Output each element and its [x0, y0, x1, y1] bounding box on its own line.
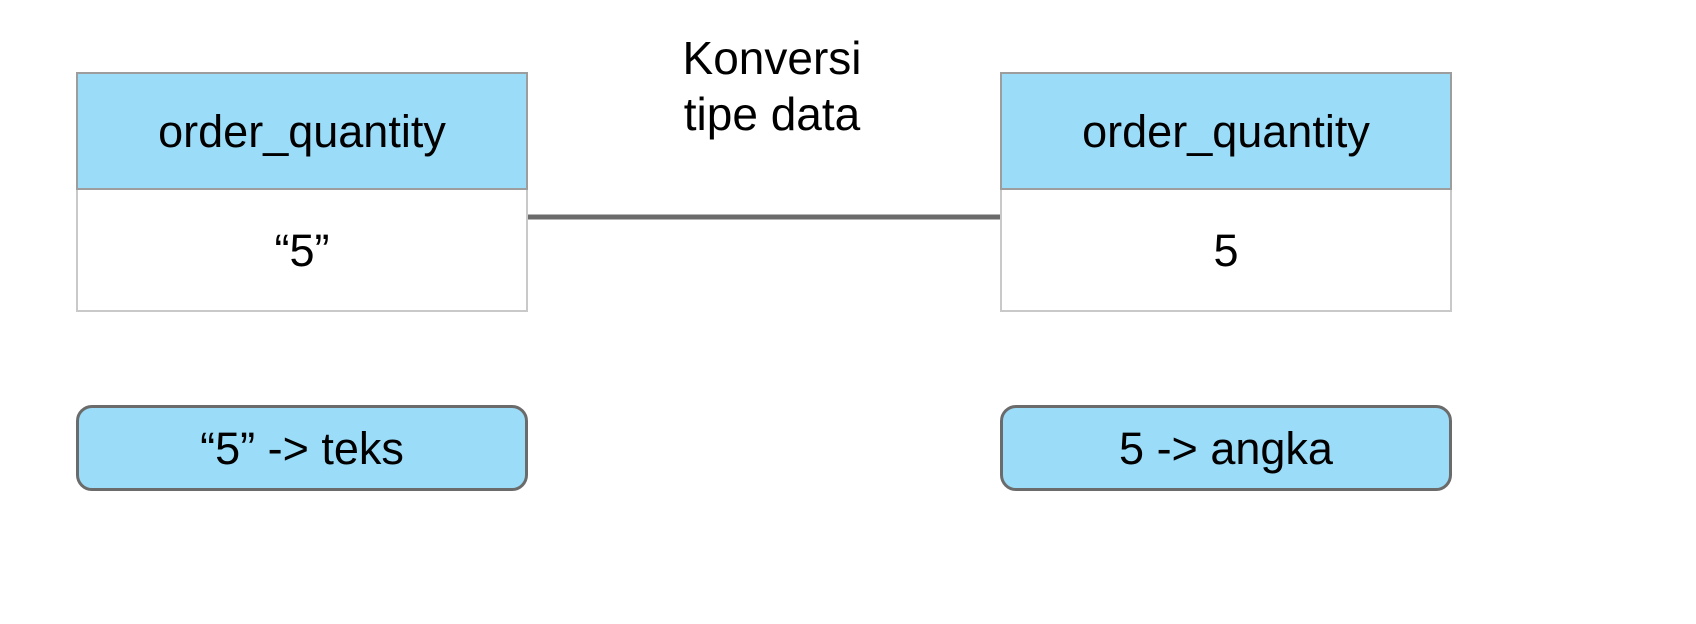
- target-type-legend-label: 5 -> angka: [1119, 422, 1333, 474]
- conversion-caption: Konversi tipe data: [682, 32, 862, 141]
- target-entity-value: 5: [1000, 190, 1452, 312]
- target-type-legend-pill: 5 -> angka: [1000, 405, 1452, 491]
- target-entity-table: order_quantity 5: [1000, 72, 1452, 312]
- source-entity-header: order_quantity: [76, 72, 528, 190]
- source-entity-table: order_quantity “5”: [76, 72, 528, 312]
- source-entity-value: “5”: [76, 190, 528, 312]
- source-type-legend-pill: “5” -> teks: [76, 405, 528, 491]
- target-entity-header: order_quantity: [1000, 72, 1452, 190]
- source-type-legend-label: “5” -> teks: [200, 422, 404, 474]
